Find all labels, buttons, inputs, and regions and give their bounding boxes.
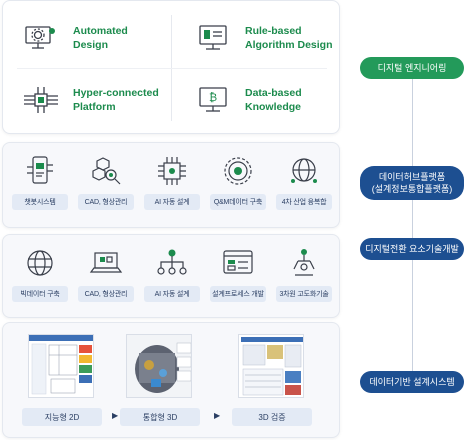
item-label: AI 자동 설계 [144, 286, 200, 302]
robot-arm-icon [286, 246, 322, 280]
thumbnail-2d [28, 334, 94, 398]
chip-circuit-icon [21, 85, 61, 115]
quadrant-hyper-connected: Hyper-connected Platform [21, 85, 159, 115]
chatbot-phone-icon [22, 154, 58, 188]
stage-digital-engineering: 디지털 엔지니어링 [360, 57, 464, 79]
item-label: Q&M데이터 구축 [210, 194, 266, 210]
quadrant-automated-design: Automated Design [21, 23, 128, 53]
quadrant-rule-based: Rule-based Algorithm Design [193, 23, 333, 53]
item-label: 3차원 고도화기술 [276, 286, 332, 302]
stage-connector-line [412, 68, 413, 384]
platform-panel [2, 142, 340, 228]
design-label-verification: 3D 검증 [232, 408, 312, 426]
stage-dx-technology: 디지털전환 요소기술개발 [360, 238, 464, 260]
svg-text:₿: ₿ [209, 91, 217, 104]
technology-panel [2, 234, 340, 318]
stage-data-hub-platform: 데이터허브플랫폼 (설계정보통합플랫폼) [360, 166, 464, 200]
item-label: 설계프로세스 개발 [210, 286, 266, 302]
platform-item: Q&M데이터 구축 [210, 154, 266, 210]
globe-icon [22, 246, 58, 280]
cubes-search-icon [88, 154, 124, 188]
design-label-3d: 통합형 3D [120, 408, 200, 426]
ai-chip-icon [154, 154, 190, 188]
technology-item: 3차원 고도화기술 [276, 246, 332, 302]
item-label: 빅데이터 구축 [12, 286, 68, 302]
quadrant-label: Rule-based Algorithm Design [245, 25, 333, 51]
process-window-icon [220, 246, 256, 280]
design-label-2d: 지능형 2D [22, 408, 102, 426]
item-label: CAD, 형상관리 [78, 194, 134, 210]
platform-item: 4차 산업 융복합 [276, 154, 332, 210]
platform-item: 챗봇시스템 [12, 154, 68, 210]
bitcoin-monitor-icon: ₿ [193, 85, 233, 115]
stage-data-design-system: 데이터기반 설계시스템 [360, 371, 464, 393]
item-label: 4차 산업 융복합 [276, 194, 332, 210]
target-gear-icon [220, 154, 256, 188]
item-label: CAD, 형상관리 [78, 286, 134, 302]
quadrant-label: Automated Design [73, 25, 128, 51]
thumbnail-3d-verification [238, 334, 304, 398]
quadrant-divider-horizontal [17, 68, 327, 69]
concept-panel: Automated Design Rule-based Algorithm De… [2, 0, 340, 134]
document-monitor-icon [193, 23, 233, 53]
technology-item: 설계프로세스 개발 [210, 246, 266, 302]
item-label: AI 자동 설계 [144, 194, 200, 210]
thumbnail-3d [126, 334, 192, 398]
laptop-cubes-icon [88, 246, 124, 280]
flow-arrow: ▶ [112, 411, 119, 420]
flow-arrow: ▶ [214, 411, 221, 420]
technology-item: CAD, 형상관리 [78, 246, 134, 302]
platform-item: CAD, 형상관리 [78, 154, 134, 210]
technology-item: 빅데이터 구축 [12, 246, 68, 302]
globe-network-icon [286, 154, 322, 188]
gear-monitor-icon [21, 23, 61, 53]
technology-item: AI 자동 설계 [144, 246, 200, 302]
quadrant-label: Data-based Knowledge [245, 87, 302, 113]
platform-item: AI 자동 설계 [144, 154, 200, 210]
quadrant-label: Hyper-connected Platform [73, 87, 159, 113]
network-tree-icon [154, 246, 190, 280]
quadrant-data-based: ₿ Data-based Knowledge [193, 85, 302, 115]
item-label: 챗봇시스템 [12, 194, 68, 210]
